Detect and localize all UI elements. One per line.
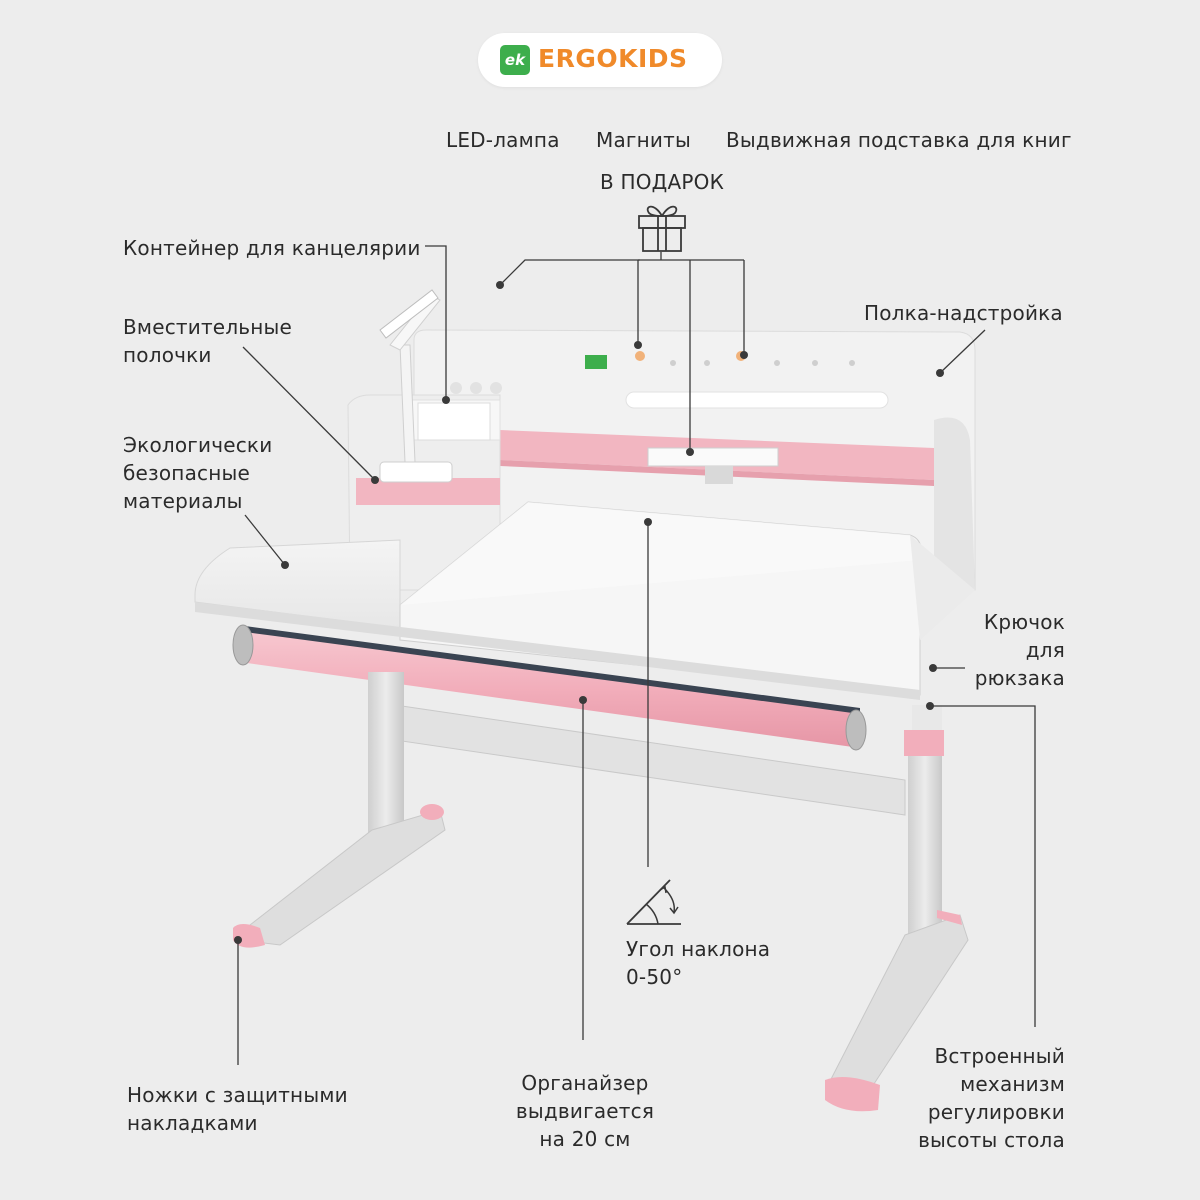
label-book-stand: Выдвижная подставка для книг bbox=[726, 128, 1072, 152]
label-height-mechanism: Встроенный механизм регулировки высоты с… bbox=[918, 1044, 1065, 1152]
label-magnets: Магниты bbox=[596, 128, 691, 152]
label-gift: В ПОДАРОК bbox=[600, 170, 724, 194]
desk-top bbox=[194, 501, 975, 700]
label-led-lamp: LED-лампа bbox=[446, 128, 560, 152]
organizer-drawer bbox=[232, 624, 867, 751]
brand-name: ERGOKIDS bbox=[538, 44, 688, 73]
label-tilt-angle: Угол наклона 0-50° bbox=[626, 937, 771, 989]
label-superstructure: Полка-надстройка bbox=[864, 301, 1063, 325]
desk-frame bbox=[233, 672, 969, 1112]
label-backpack-hook: Крючок для рюкзака bbox=[974, 610, 1065, 690]
label-shelves: Вместительные полочки bbox=[123, 315, 293, 367]
led-lamp bbox=[379, 289, 453, 483]
callout-lines bbox=[234, 245, 1036, 1065]
brand-mark-icon: ek bbox=[500, 45, 530, 75]
gift-box-icon bbox=[638, 205, 686, 252]
label-stationery-container: Контейнер для канцелярии bbox=[123, 236, 421, 260]
brand-logo: ek ERGOKIDS bbox=[478, 33, 722, 87]
tilt-angle-icon bbox=[626, 879, 681, 925]
label-eco-materials: Экологически безопасные материалы bbox=[123, 433, 273, 513]
label-organizer: Органайзер выдвигается на 20 см bbox=[515, 1071, 655, 1151]
brand-mark-text: ek bbox=[504, 51, 526, 69]
label-legs: Ножки с защитными накладками bbox=[127, 1083, 348, 1135]
